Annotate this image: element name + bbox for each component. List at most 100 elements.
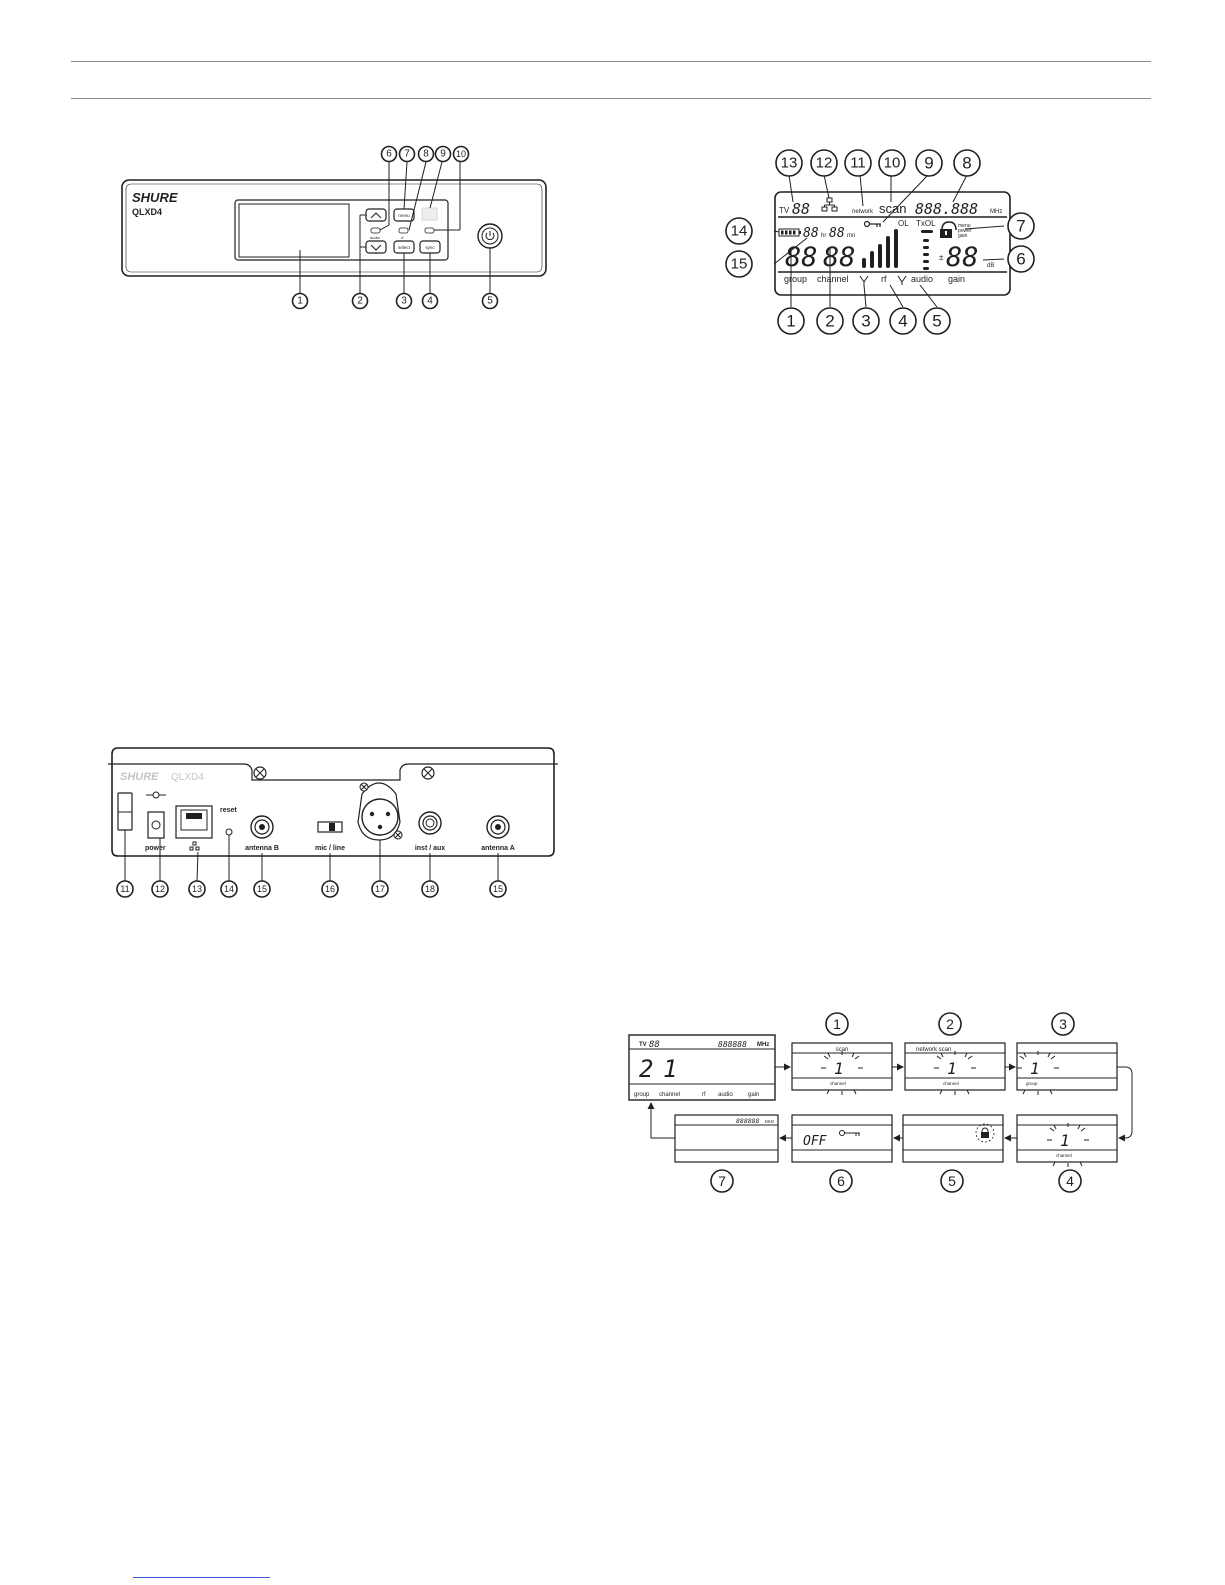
step-5-lock-icon	[975, 1123, 995, 1143]
rear-panel-diagram: SHURE QLXD4 power reset antenna B mic / …	[108, 747, 558, 898]
callout-number: 7	[404, 149, 410, 160]
network-icon	[189, 841, 200, 851]
step-2-top-label: network scan	[916, 1047, 951, 1053]
up-arrow-button[interactable]	[365, 208, 387, 222]
lcd-runtime-mn-digits: 88	[829, 226, 845, 241]
antenna-b-icon	[897, 275, 907, 285]
callout-circle	[953, 149, 981, 177]
callout-circle	[291, 292, 309, 310]
inst-aux-label: inst / aux	[415, 845, 445, 852]
power-icon	[485, 231, 495, 241]
inst-aux-jack[interactable]	[418, 811, 442, 835]
callout-circle	[398, 145, 416, 163]
callout-number: 2	[946, 1016, 954, 1032]
lcd-audio-label: audio	[911, 274, 933, 284]
battery-icon	[778, 228, 801, 237]
chevron-down-icon	[370, 244, 382, 251]
step-1-digit: 1	[834, 1059, 844, 1078]
audio-meter-bars	[921, 230, 933, 270]
callout-circle	[421, 880, 439, 898]
home-freq-unit: MHz	[757, 1042, 769, 1048]
callout-number: 6	[1016, 250, 1025, 269]
callout-number: 13	[781, 155, 798, 172]
lcd-gain-label: gain	[948, 274, 965, 284]
callout-number: 7	[1016, 217, 1025, 236]
step-3-blink-marks	[1017, 1051, 1059, 1095]
callout-circle	[116, 880, 134, 898]
lcd-lock-power-label: power	[958, 228, 972, 234]
callout-number: 1	[786, 312, 795, 331]
callout-number: 9	[440, 149, 446, 160]
callout-number: 2	[825, 312, 834, 331]
antenna-a-connector[interactable]	[486, 815, 510, 839]
callout-circle	[351, 292, 369, 310]
step-6-key-icon	[839, 1130, 860, 1136]
front-leader-lines	[299, 161, 491, 293]
callout-number: 13	[192, 884, 202, 894]
lcd-gain-digits: 88	[946, 242, 979, 273]
step-1-bottom-label: channel	[830, 1081, 846, 1086]
lcd-tv-digits: 88	[792, 200, 810, 218]
home-tv-label: TV	[639, 1042, 647, 1048]
callout-number: 10	[884, 155, 901, 172]
lcd-gain-unit: dB	[987, 263, 994, 269]
lcd-txol-label: TxOL	[916, 219, 936, 228]
home-gain-label: gain	[748, 1092, 759, 1098]
callout-circle	[1007, 245, 1035, 273]
down-arrow-button[interactable]	[365, 240, 387, 254]
lcd-rf-label: rf	[881, 274, 887, 284]
callout-circle	[253, 880, 271, 898]
footer-link-underline[interactable]	[133, 1577, 270, 1578]
callout-number: 5	[487, 296, 493, 307]
scan-flow-diagram: TV 88 888888 MHz 2 1 group channel rf au…	[628, 1012, 1133, 1193]
callout-number: 15	[257, 884, 267, 894]
step-3-screen	[1016, 1042, 1118, 1091]
lcd-lock-menu-label: menu	[958, 223, 971, 229]
step-2-blink-marks	[934, 1051, 976, 1095]
callout-circle	[777, 307, 805, 335]
header-rule-bottom	[71, 98, 1151, 99]
menu-button-label: menu	[398, 213, 410, 218]
callout-number: 6	[837, 1173, 845, 1189]
reset-button[interactable]	[225, 828, 233, 836]
callout-circle	[321, 880, 339, 898]
key-lock-icon	[863, 220, 881, 228]
header-rule-top	[71, 61, 1151, 62]
step-2-digit: 1	[947, 1059, 957, 1078]
antenna-b-connector[interactable]	[250, 815, 274, 839]
xlr-input[interactable]	[357, 782, 401, 841]
home-channel-label: channel	[659, 1092, 680, 1098]
callout-number: 12	[155, 884, 165, 894]
home-screen	[628, 1034, 776, 1101]
reset-label: reset	[220, 807, 237, 814]
lcd-runtime-mn-unit: mn	[847, 233, 855, 239]
dc-polarity-icon	[146, 791, 166, 799]
callout-number: 7	[718, 1173, 726, 1189]
callout-circle	[725, 217, 753, 245]
lcd-leader-lines	[773, 174, 1005, 308]
callout-number: 5	[948, 1173, 956, 1189]
callout-circle	[1051, 1012, 1075, 1036]
callout-number: 15	[493, 884, 503, 894]
lcd-scan-label: scan	[879, 201, 906, 216]
home-group-label: group	[634, 1092, 650, 1098]
step-3-bottom-label: group	[1026, 1081, 1038, 1086]
step-5-screen	[902, 1114, 1004, 1163]
callout-circle	[434, 145, 452, 163]
callout-circle	[844, 149, 872, 177]
front-brand-logo: SHURE	[132, 190, 178, 205]
ir-sync-window	[421, 207, 438, 221]
callout-number: 4	[427, 296, 433, 307]
callout-number: 16	[325, 884, 335, 894]
xlr-latch-screw	[393, 830, 403, 840]
ethernet-contacts	[186, 813, 202, 819]
home-channel-digit: 1	[663, 1055, 677, 1083]
front-panel-diagram: SHURE QLXD4 audio menu rf select sync 1 …	[121, 145, 547, 310]
step-4-bottom-label: channel	[1056, 1153, 1072, 1158]
callout-circle	[151, 880, 169, 898]
home-group-digit: 2	[639, 1055, 653, 1083]
step-6-screen	[791, 1114, 893, 1163]
lcd-display-diagram: TV 88 network scan 888.888 MHz 88 hr 88 …	[725, 149, 1035, 335]
callout-circle	[775, 149, 803, 177]
lcd-lock-icon	[940, 221, 957, 238]
